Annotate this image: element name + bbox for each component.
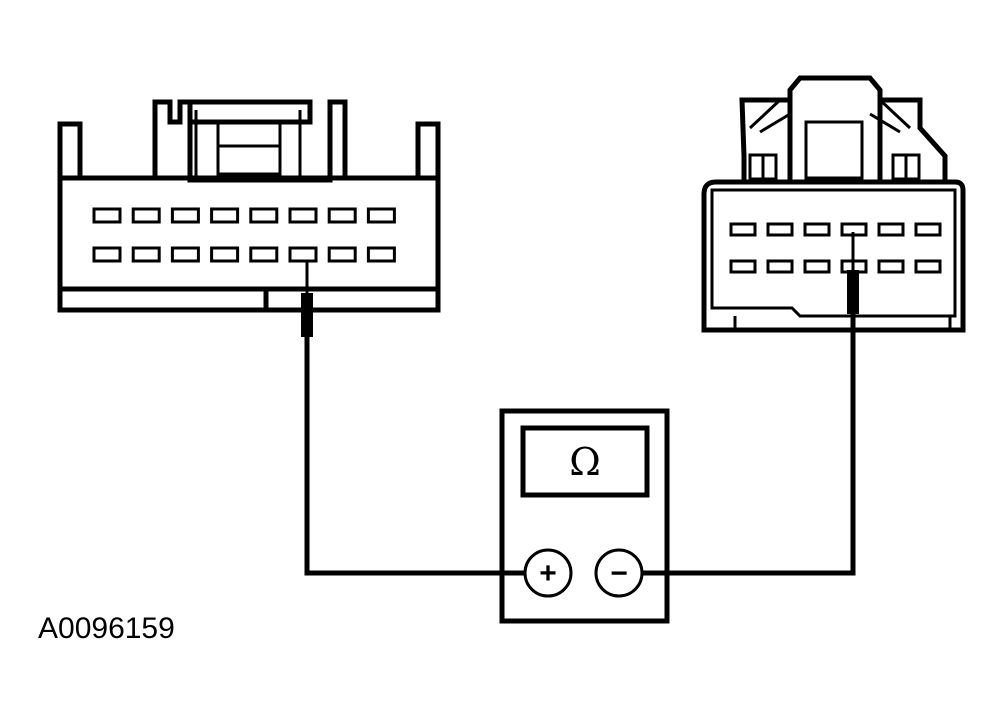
negative-terminal	[594, 548, 644, 598]
pin-r1-c7	[327, 207, 357, 224]
pin-r1-c6	[288, 207, 318, 224]
pin-r1-c2	[766, 222, 794, 237]
pin-r1-c1	[92, 207, 122, 224]
left-probe-tip	[301, 293, 313, 337]
pin-r2-c1	[729, 259, 757, 274]
pin-r1-c8	[366, 207, 396, 224]
pin-r1-c6	[914, 222, 942, 237]
right-pin-grid	[729, 222, 942, 274]
pin-r2-c8	[366, 246, 396, 263]
pin-r2-c3	[170, 246, 200, 263]
left-connector	[57, 99, 441, 337]
positive-terminal-label: +	[539, 557, 557, 590]
pin-r2-c1	[92, 246, 122, 263]
pin-r1-c4	[210, 207, 240, 224]
pin-r2-c2	[766, 259, 794, 274]
pin-r1-c5	[877, 222, 905, 237]
meter-body	[499, 408, 670, 624]
pin-r1-c1	[729, 222, 757, 237]
left-latch-top	[187, 99, 313, 125]
pin-r1-c5	[249, 207, 279, 224]
pin-r2-c5	[249, 246, 279, 263]
pin-r2-c6	[288, 246, 318, 263]
ohmmeter: Ω + −	[499, 408, 670, 624]
pin-r1-c2	[131, 207, 161, 224]
negative-test-lead	[643, 314, 856, 576]
right-connector	[701, 75, 966, 333]
pin-r1-c3	[803, 222, 831, 237]
pin-r2-c3	[803, 259, 831, 274]
pin-r2-c5	[877, 259, 905, 274]
negative-terminal-label: −	[610, 557, 628, 590]
pin-r2-c6	[914, 259, 942, 274]
pin-r1-c3	[170, 207, 200, 224]
positive-terminal	[523, 548, 573, 598]
ohm-symbol: Ω	[569, 440, 601, 484]
pin-r2-c4	[210, 246, 240, 263]
meter-display	[520, 425, 650, 498]
left-pin-grid	[92, 207, 396, 263]
figure-id: A0096159	[38, 612, 175, 645]
left-latch-body	[216, 120, 282, 176]
positive-test-lead	[304, 337, 525, 576]
right-latch-window	[804, 120, 864, 180]
pin-r2-c7	[327, 246, 357, 263]
pin-r2-c2	[131, 246, 161, 263]
right-probe-tip	[847, 270, 859, 314]
